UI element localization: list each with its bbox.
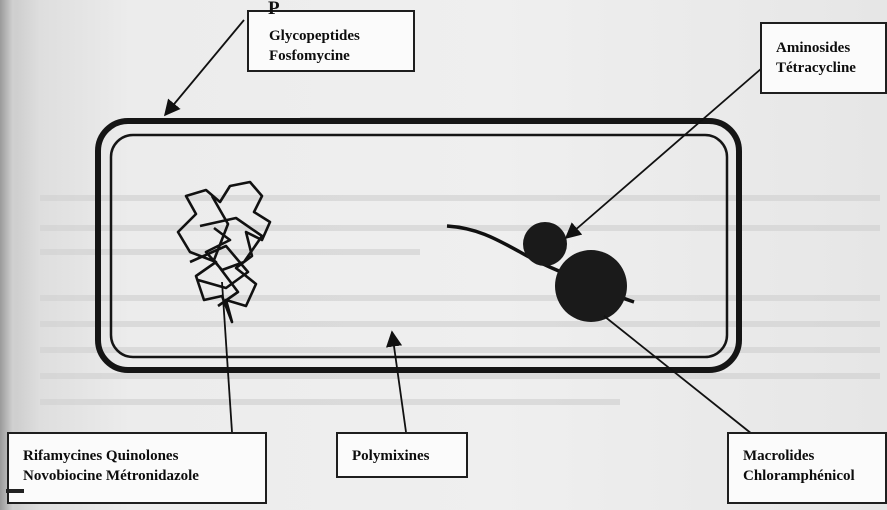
- label-line: Fosfomycine: [269, 46, 413, 66]
- cell-wall-outer: [98, 121, 739, 370]
- label-line: Aminosides: [776, 38, 885, 58]
- label-line: Rifamycines Quinolones: [23, 446, 265, 466]
- label-dna-antibiotics: Rifamycines Quinolones Novobiocine Métro…: [7, 432, 267, 504]
- label-line: Macrolides: [743, 446, 885, 466]
- label-ribosome-30s-antibiotics: Aminosides Tétracycline: [760, 22, 887, 94]
- arrow-ribosome-30s: [566, 68, 762, 238]
- ribosome-large: [555, 250, 627, 322]
- label-line: Glycopeptides: [269, 26, 413, 46]
- ribosome-small: [523, 222, 567, 266]
- label-line: Tétracycline: [776, 58, 885, 78]
- text-bleed-lines: [40, 120, 880, 402]
- scan-mark: [6, 489, 24, 493]
- label-line: Chloramphénicol: [743, 466, 885, 486]
- top-marker-letter: P: [268, 0, 280, 20]
- arrow-cell-wall: [165, 20, 244, 115]
- label-line: Novobiocine Métronidazole: [23, 466, 265, 486]
- label-membrane-antibiotics: Polymixines: [336, 432, 468, 478]
- label-line: Polymixines: [352, 446, 466, 466]
- label-ribosome-50s-antibiotics: Macrolides Chloramphénicol: [727, 432, 887, 504]
